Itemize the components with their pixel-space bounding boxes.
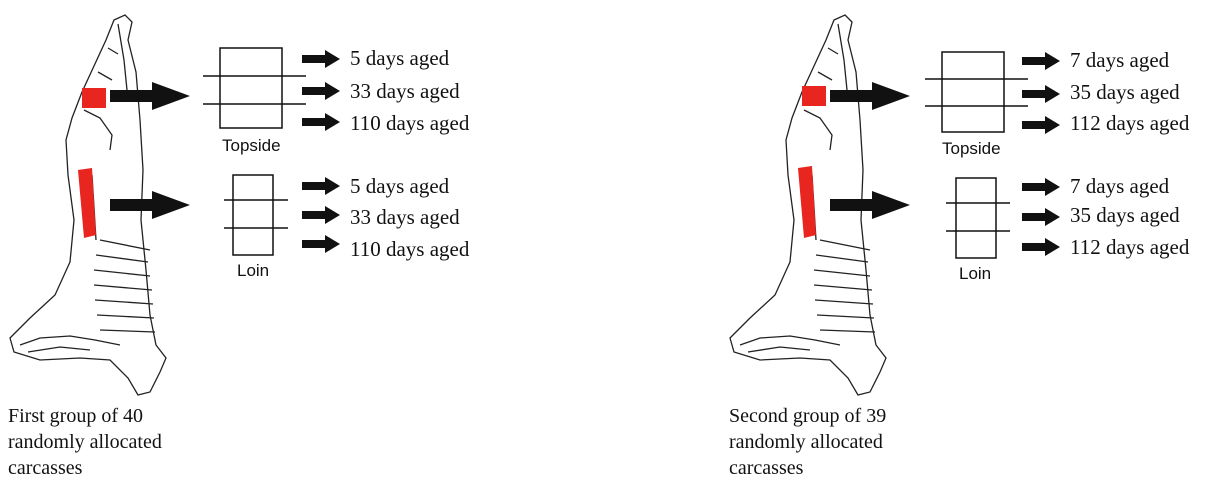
topside-aged-3: 112 days aged: [1070, 113, 1189, 134]
topside-aged-2: 33 days aged: [350, 81, 460, 102]
topside-arrow: [830, 82, 910, 110]
loin-aged-2: 33 days aged: [350, 207, 460, 228]
topside-highlight: [802, 86, 826, 106]
topside-aged-1: 5 days aged: [350, 48, 449, 69]
topside-label: Topside: [942, 140, 1001, 157]
loin-small-arrows: [1022, 178, 1060, 256]
topside-label: Topside: [222, 137, 281, 154]
caption-line-1: Second group of 39: [729, 403, 886, 429]
loin-label: Loin: [237, 262, 269, 279]
loin-aged-2: 35 days aged: [1070, 205, 1180, 226]
loin-sample-box: [224, 175, 288, 255]
loin-aged-1: 5 days aged: [350, 176, 449, 197]
loin-aged-3: 110 days aged: [350, 239, 469, 260]
loin-arrow: [110, 191, 190, 219]
group-caption: Second group of 39 randomly allocated ca…: [729, 403, 886, 481]
caption-line-3: carcasses: [8, 455, 162, 481]
group-2-panel: 7 days aged 35 days aged 112 days aged T…: [720, 0, 1218, 490]
group-1-panel: 5 days aged 33 days aged 110 days aged T…: [0, 0, 520, 490]
topside-highlight: [82, 88, 106, 108]
loin-sample-box: [946, 178, 1010, 258]
topside-aged-3: 110 days aged: [350, 113, 469, 134]
loin-highlight: [78, 168, 96, 238]
caption-line-2: randomly allocated: [729, 429, 886, 455]
topside-aged-1: 7 days aged: [1070, 50, 1169, 71]
caption-line-3: carcasses: [729, 455, 886, 481]
group-caption: First group of 40 randomly allocated car…: [8, 403, 162, 481]
topside-small-arrows: [302, 50, 340, 131]
loin-aged-1: 7 days aged: [1070, 176, 1169, 197]
loin-small-arrows: [302, 177, 340, 253]
caption-line-1: First group of 40: [8, 403, 162, 429]
topside-sample-box: [925, 52, 1028, 132]
topside-arrow: [110, 82, 190, 110]
loin-arrow: [830, 191, 910, 219]
topside-small-arrows: [1022, 52, 1060, 134]
topside-sample-box: [203, 48, 306, 128]
caption-line-2: randomly allocated: [8, 429, 162, 455]
loin-highlight: [798, 166, 816, 238]
topside-aged-2: 35 days aged: [1070, 82, 1180, 103]
loin-aged-3: 112 days aged: [1070, 237, 1189, 258]
loin-label: Loin: [959, 265, 991, 282]
